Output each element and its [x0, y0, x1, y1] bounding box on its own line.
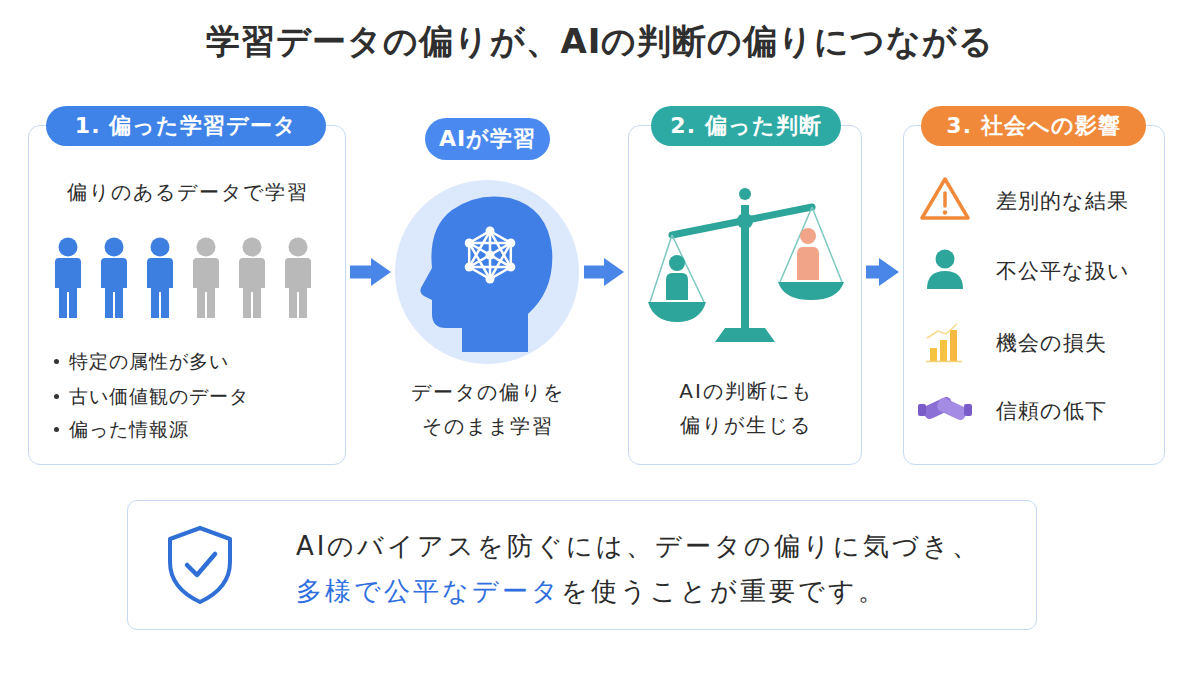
bar-icon	[950, 330, 957, 361]
network-nodes	[465, 227, 516, 284]
panel-caption: AIの判断にも 偏りが生じる	[629, 374, 863, 442]
person-body	[101, 258, 127, 318]
scale-pan	[778, 282, 844, 300]
handshake-cuff	[918, 404, 926, 416]
person-figure	[239, 238, 265, 319]
network-lines	[469, 231, 511, 279]
person-figure	[285, 238, 311, 319]
person-figure	[55, 238, 81, 319]
person-head	[151, 238, 170, 257]
step-heading: 1. 偏った学習データ	[46, 106, 326, 146]
network-node	[465, 239, 474, 248]
pan-strings	[650, 235, 704, 302]
flow-arrow	[584, 266, 604, 279]
step-heading: 3. 社会への影響	[921, 106, 1146, 146]
step-heading: 2. 偏った判断	[651, 106, 841, 146]
diagram-title: 学習データの偏りが、AIの判断の偏りにつながる	[0, 18, 1200, 64]
handshake-icon	[921, 395, 954, 420]
bullet-item: 特定の属性が多い	[69, 349, 229, 373]
stage-heading: AIが学習	[425, 118, 550, 160]
scale-beam	[672, 207, 812, 235]
person-figure	[147, 238, 173, 319]
person-figure	[193, 238, 219, 319]
message-text: AIのバイアスを防ぐには、データの偏りに気づき、	[296, 529, 981, 563]
person-icon-head	[936, 250, 955, 269]
person-head	[105, 238, 124, 257]
network-hexagon	[469, 231, 511, 279]
person-head	[197, 238, 216, 257]
network-triangles	[469, 231, 511, 279]
bullet-item: 偏った情報源	[69, 417, 189, 441]
person-body	[239, 258, 265, 318]
person-body	[666, 273, 688, 300]
bullet-item: 古い価値観のデータ	[69, 384, 249, 408]
network-node	[486, 227, 495, 236]
judgment-panel: 2. 偏った判断AIの判断にも 偏りが生じる	[628, 125, 862, 465]
handshake-cuff	[964, 404, 972, 416]
scale-pole	[741, 205, 749, 330]
person-head	[243, 238, 262, 257]
message-box: AIのバイアスを防ぐには、データの偏りに気づき、多様で公平なデータを使うことが重…	[127, 500, 1037, 630]
impact-item: 信頼の低下	[996, 398, 1107, 424]
bar-icon	[940, 340, 947, 361]
person-body	[147, 258, 173, 318]
warning-icon	[922, 179, 968, 218]
message-highlight: 多様で公平なデータ	[296, 574, 561, 608]
person-body	[285, 258, 311, 318]
message-text: を使うことが重要です。	[561, 574, 887, 608]
trend-line	[927, 324, 957, 338]
scale-finial	[739, 188, 751, 200]
network-node	[486, 275, 495, 284]
handshake-icon	[935, 396, 968, 421]
flow-arrow	[350, 266, 371, 279]
check-mark	[187, 554, 215, 575]
scale-pan	[648, 302, 706, 322]
panel-subtitle: 偏りのあるデータで学習	[29, 178, 347, 206]
network-node	[506, 263, 515, 272]
input-panel: 1. 偏った学習データ偏りのあるデータで学習特定の属性が多い古い価値観のデータ偏…	[28, 125, 346, 465]
head-backdrop	[395, 180, 579, 364]
person-body	[193, 258, 219, 318]
network-node	[486, 251, 495, 260]
network-spokes	[469, 231, 511, 279]
person-body	[55, 258, 81, 318]
person-icon-body	[927, 271, 963, 289]
impact-item: 機会の損失	[996, 330, 1107, 356]
bar-baseline	[926, 361, 962, 363]
network-node	[506, 239, 515, 248]
head-silhouette	[420, 197, 552, 353]
scale-base	[715, 328, 775, 342]
person-head	[800, 228, 816, 244]
shield-icon	[170, 528, 230, 602]
bar-icon	[930, 348, 937, 361]
warning-mark	[943, 193, 947, 206]
network-node	[465, 263, 474, 272]
impact-item: 差別的な結果	[996, 188, 1129, 214]
scale-pivot	[737, 213, 753, 229]
impact-item: 不公平な扱い	[996, 258, 1130, 284]
warning-dot	[943, 210, 947, 214]
stage-caption: データの偏りを そのまま学習	[395, 375, 580, 443]
impact-panel: 3. 社会への影響差別的な結果不公平な扱い機会の損失信頼の低下	[903, 125, 1165, 465]
person-head	[669, 255, 685, 271]
person-head	[59, 238, 78, 257]
person-figure	[101, 238, 127, 319]
person-body	[797, 247, 819, 280]
pan-strings	[780, 207, 842, 282]
person-head	[289, 238, 308, 257]
learning-stage: AIが学習データの偏りを そのまま学習	[395, 118, 580, 448]
flow-arrow	[866, 266, 879, 279]
